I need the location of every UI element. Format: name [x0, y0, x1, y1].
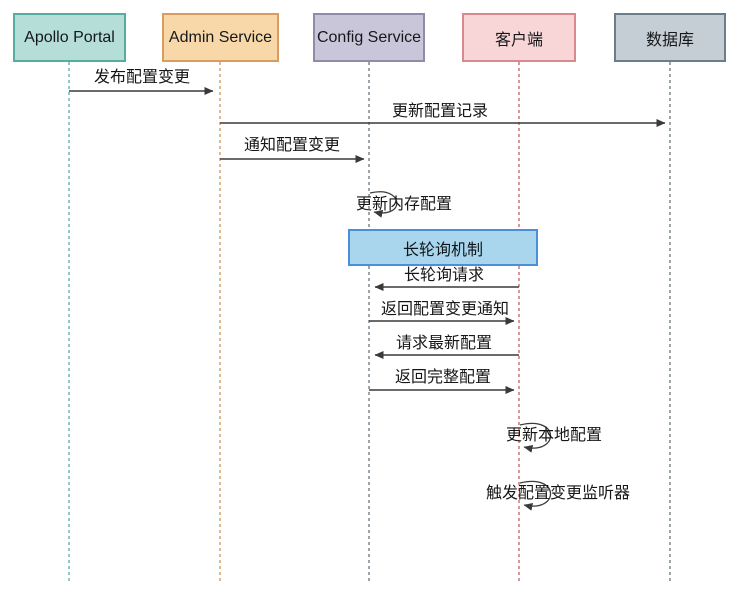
self-loop-trigger-listener — [519, 480, 552, 511]
message-label-trigger-listener: 触发配置变更监听器 — [486, 485, 631, 502]
message-label-publish-config-change: 发布配置变更 — [93, 69, 191, 86]
participant-database: 数据库 — [614, 13, 726, 62]
message-label-notify-config-change: 通知配置变更 — [243, 137, 341, 154]
note-label: 长轮询机制 — [402, 241, 483, 259]
participant-label: 客户端 — [494, 31, 543, 49]
self-loop-update-memory-config — [369, 191, 398, 218]
participant-config-service: Config Service — [313, 13, 425, 62]
message-label-long-polling-request: 长轮询请求 — [403, 267, 485, 284]
message-label-request-latest-config: 请求最新配置 — [395, 335, 493, 352]
message-label-update-memory-config: 更新内存配置 — [356, 196, 453, 213]
message-label-update-local-config: 更新本地配置 — [506, 427, 603, 444]
participant-label: Apollo Portal — [24, 28, 115, 46]
participant-label: Admin Service — [168, 28, 273, 46]
participant-label: 数据库 — [645, 31, 694, 49]
participant-client: 客户端 — [462, 13, 576, 62]
participant-label: Config Service — [316, 28, 422, 46]
message-label-update-config-record: 更新配置记录 — [391, 103, 489, 120]
note-long-polling-mechanism: 长轮询机制 — [348, 229, 538, 266]
participant-admin-service: Admin Service — [162, 13, 279, 62]
self-loop-update-local-config — [519, 422, 552, 453]
message-label-return-change-notification: 返回配置变更通知 — [380, 301, 510, 318]
participant-apollo-portal: Apollo Portal — [13, 13, 126, 62]
message-label-return-full-config: 返回完整配置 — [394, 369, 492, 386]
